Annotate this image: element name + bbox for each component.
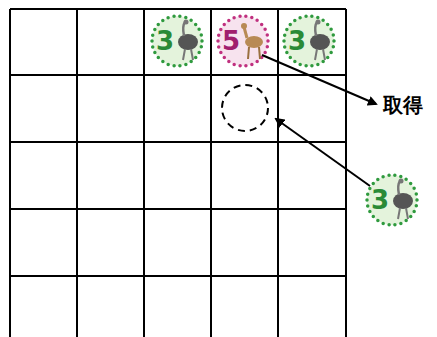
animal-token: 5 xyxy=(216,14,270,68)
point-number: 5 xyxy=(222,28,240,54)
action-label: 取得 xyxy=(383,93,423,117)
point-number: 3 xyxy=(371,187,389,213)
animal-token: 3 xyxy=(282,14,336,68)
point-number: 3 xyxy=(156,28,174,54)
animal-token: 3 xyxy=(365,173,419,227)
point-number: 3 xyxy=(288,28,306,54)
animal-token: 3 xyxy=(150,14,204,68)
